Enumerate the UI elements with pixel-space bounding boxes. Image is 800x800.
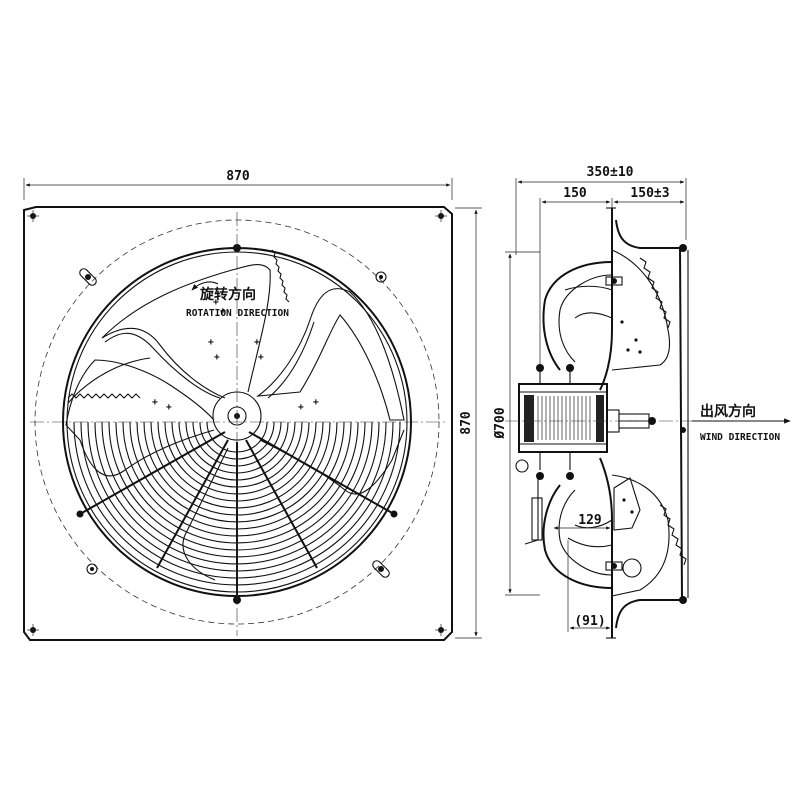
- svg-text:+: +: [214, 352, 220, 363]
- hub-dimension: (91): [567, 540, 611, 632]
- blade-tip-serrations: [67, 249, 290, 404]
- blade-rivets: ++ ++ ++ ++ ++: [152, 297, 319, 413]
- guard-depth-dimension: 150±3: [613, 186, 685, 204]
- blade-bolts: [605, 276, 642, 578]
- blade-section-upper: [611, 249, 671, 371]
- corner-mounting-holes: [27, 210, 447, 636]
- front-view: 870 870: [23, 169, 482, 641]
- wind-en-text: WIND DIRECTION: [700, 432, 780, 443]
- svg-text:+: +: [220, 306, 226, 317]
- diameter-dimension: Ø700: [493, 251, 540, 596]
- svg-text:+: +: [208, 337, 214, 348]
- width-dim-label: 870: [226, 169, 250, 184]
- rotation-cn-text: 旋转方向: [199, 286, 256, 303]
- svg-text:+: +: [213, 297, 219, 308]
- bracket-dimension: 129: [553, 513, 611, 530]
- side-view: 350±10 150 150±3 Ø700: [493, 165, 791, 639]
- hub-dim-label: (91): [574, 614, 605, 629]
- height-dimension: 870: [455, 207, 482, 639]
- bracket-dim-label: 129: [578, 513, 601, 528]
- depth-dimension: 350±10: [515, 165, 687, 255]
- width-dimension: 870: [23, 169, 453, 200]
- rotation-en-text: ROTATION DIRECTION: [186, 308, 289, 319]
- motor-depth-dimension: 150: [539, 186, 613, 385]
- svg-text:+: +: [166, 402, 172, 413]
- height-dim-label: 870: [459, 411, 474, 435]
- housing-plate: [23, 206, 453, 641]
- blade-section-lower: [611, 474, 687, 597]
- svg-text:+: +: [254, 337, 260, 348]
- motor-dim-label: 150: [563, 186, 587, 201]
- diameter-dim-label: Ø700: [493, 407, 508, 439]
- svg-text:+: +: [152, 397, 158, 408]
- front-guard-profile: [615, 219, 689, 629]
- svg-text:+: +: [313, 397, 319, 408]
- motor-cooling-fins: [537, 396, 591, 440]
- svg-text:+: +: [298, 402, 304, 413]
- wind-cn-text: 出风方向: [700, 403, 756, 420]
- svg-text:+: +: [258, 352, 264, 363]
- depth-dim-label: 350±10: [587, 165, 634, 180]
- impeller-blades: [65, 264, 405, 581]
- rotation-direction-label: 旋转方向 ROTATION DIRECTION: [186, 281, 289, 319]
- guard-mounting-lugs: [79, 268, 390, 578]
- wind-direction-label: 出风方向 WIND DIRECTION: [692, 403, 791, 443]
- guard-dim-label: 150±3: [630, 186, 669, 201]
